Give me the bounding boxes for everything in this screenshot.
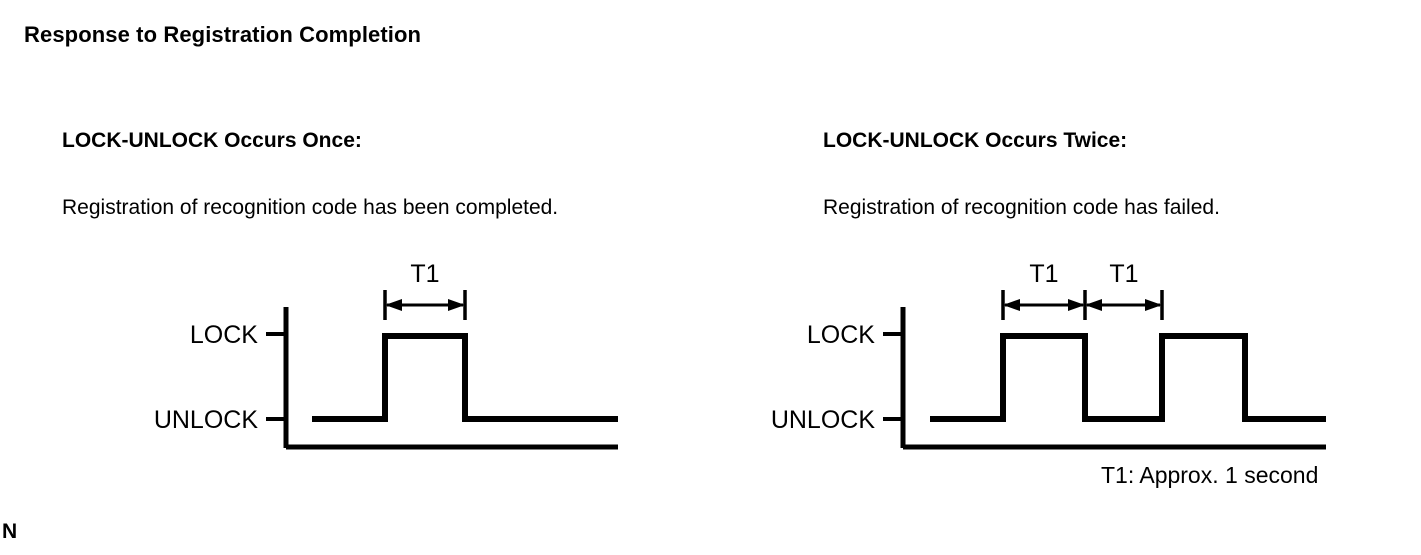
axis-label-unlock: UNLOCK [771, 406, 876, 434]
dimension-label-t1-first: T1 [1029, 260, 1058, 288]
page-footer-marker: N [2, 520, 18, 543]
dimension-arrowhead-1-right [1068, 299, 1085, 311]
axis-label-lock: LOCK [807, 321, 875, 349]
panel-heading-once: LOCK-UNLOCK Occurs Once: [62, 129, 362, 152]
panel-lock-unlock-once: LOCK-UNLOCK Occurs Once: Registration of… [62, 129, 618, 450]
panel-description-twice: Registration of recognition code has fai… [823, 196, 1220, 219]
dimension-label-t1: T1 [410, 260, 439, 288]
note-t1-duration: T1: Approx. 1 second [1101, 462, 1319, 488]
dimension-arrowhead-2-left [1085, 299, 1102, 311]
page-title: Response to Registration Completion [24, 22, 422, 47]
timing-waveform-once: LOCK UNLOCK T1 [154, 260, 618, 450]
dimension-arrowhead-right [448, 299, 465, 311]
panel-heading-twice: LOCK-UNLOCK Occurs Twice: [823, 129, 1128, 152]
dimension-arrowhead-left [385, 299, 402, 311]
dimension-arrowhead-2-right [1145, 299, 1162, 311]
panel-lock-unlock-twice: LOCK-UNLOCK Occurs Twice: Registration o… [760, 0, 1421, 555]
axis-label-lock: LOCK [190, 321, 258, 349]
panel-description-once: Registration of recognition code has bee… [62, 196, 559, 219]
dimension-arrowhead-1-left [1003, 299, 1020, 311]
signal-trace [930, 333, 1326, 422]
signal-trace [312, 333, 618, 422]
dimension-label-t1-second: T1 [1109, 260, 1138, 288]
timing-waveform-twice: LOCK UNLOCK T1 T1 [771, 260, 1326, 450]
axis-label-unlock: UNLOCK [154, 406, 259, 434]
